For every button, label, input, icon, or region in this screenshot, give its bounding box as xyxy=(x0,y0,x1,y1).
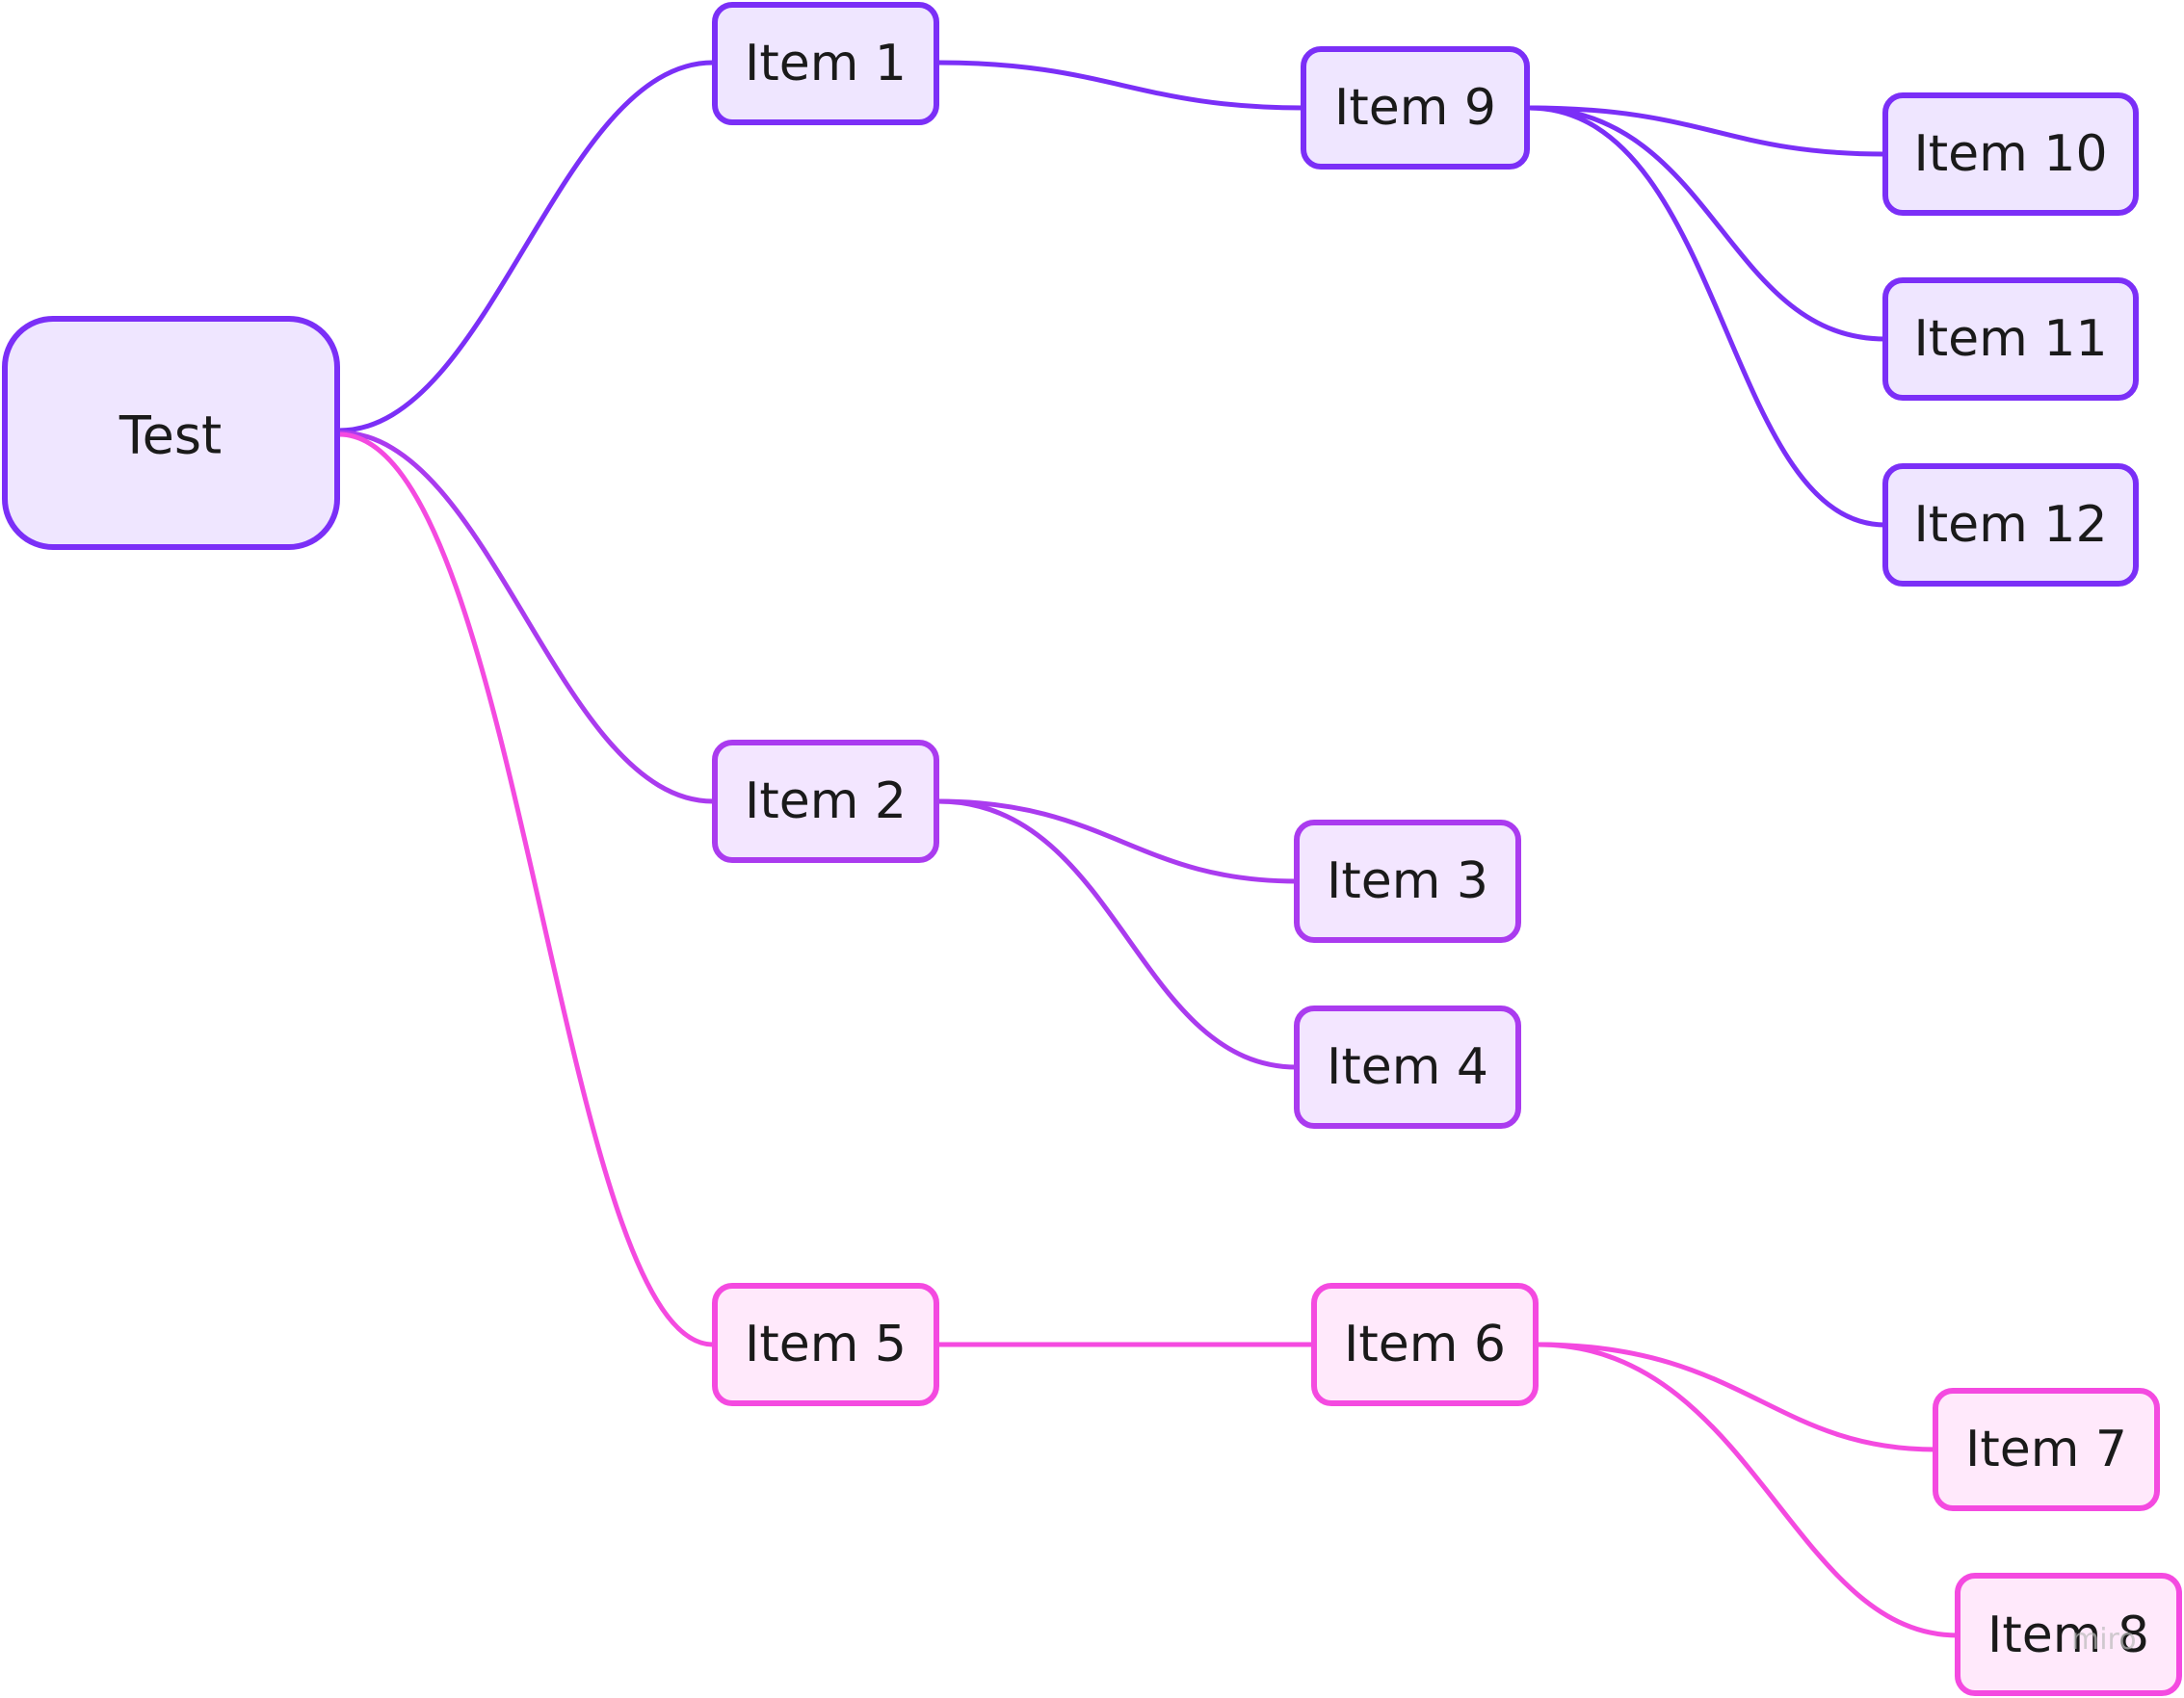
node-item-3[interactable]: Item 3 xyxy=(1294,820,1521,943)
edge-item9-item11 xyxy=(1526,105,1888,342)
edge-item2-item3 xyxy=(935,798,1300,884)
node-item-2[interactable]: Item 2 xyxy=(712,740,939,863)
node-label: Item 2 xyxy=(745,772,907,830)
edge-item1-item9 xyxy=(935,60,1306,111)
node-box xyxy=(715,5,936,122)
node-label: Item 8 xyxy=(1987,1607,2149,1664)
edge-item6-item8 xyxy=(1535,1342,1960,1638)
node-box xyxy=(5,319,337,547)
node-label: Item 12 xyxy=(1913,496,2107,554)
node-item-6[interactable]: Item 6 xyxy=(1311,1283,1539,1406)
edge-test-item5 xyxy=(336,431,716,1347)
node-test[interactable]: Test xyxy=(2,316,340,550)
node-box xyxy=(1958,1576,2179,1693)
node-label: Item 3 xyxy=(1327,852,1488,910)
node-border xyxy=(2,316,340,550)
node-item-1[interactable]: Item 1 xyxy=(712,2,939,125)
node-border xyxy=(1882,277,2139,401)
node-border xyxy=(1882,463,2139,587)
node-border xyxy=(1311,1283,1539,1406)
node-label: Test xyxy=(118,405,222,466)
edge-item2-item4 xyxy=(935,798,1300,1070)
edge-item9-item12 xyxy=(1526,105,1888,528)
node-border xyxy=(712,740,939,863)
node-item-5[interactable]: Item 5 xyxy=(712,1283,939,1406)
edges xyxy=(336,60,1960,1638)
node-label: Item 4 xyxy=(1327,1038,1488,1096)
node-box xyxy=(1297,823,1518,940)
node-border xyxy=(1294,1006,1521,1129)
node-box xyxy=(715,743,936,860)
node-border xyxy=(712,2,939,125)
node-item-8[interactable]: Item 8 xyxy=(1955,1573,2182,1696)
node-box xyxy=(715,1286,936,1403)
node-item-4[interactable]: Item 4 xyxy=(1294,1006,1521,1129)
node-label: Item 7 xyxy=(1965,1421,2127,1478)
node-box xyxy=(1314,1286,1536,1403)
edge-item9-item10 xyxy=(1526,105,1888,157)
node-box xyxy=(1935,1391,2157,1508)
node-border xyxy=(712,1283,939,1406)
edge-test-item2 xyxy=(336,430,716,804)
node-item-10[interactable]: Item 10 xyxy=(1882,92,2139,216)
node-label: Item 10 xyxy=(1913,125,2107,183)
node-box xyxy=(1885,466,2136,584)
node-box xyxy=(1885,280,2136,398)
node-item-12[interactable]: Item 12 xyxy=(1882,463,2139,587)
node-box xyxy=(1885,95,2136,213)
node-border xyxy=(1933,1388,2160,1511)
node-item-7[interactable]: Item 7 xyxy=(1933,1388,2160,1511)
node-label: Item 9 xyxy=(1334,79,1496,137)
node-label: Item 6 xyxy=(1344,1316,1506,1373)
node-border xyxy=(1882,92,2139,216)
watermark-text: miro xyxy=(2071,1623,2137,1657)
node-item-9[interactable]: Item 9 xyxy=(1301,46,1530,170)
edge-test-item1 xyxy=(336,60,716,433)
node-box xyxy=(1303,49,1527,167)
node-label: Item 11 xyxy=(1913,310,2107,368)
node-label: Item 5 xyxy=(745,1316,907,1373)
node-label: Item 1 xyxy=(745,35,907,92)
edge-item6-item7 xyxy=(1535,1342,1938,1452)
node-item-11[interactable]: Item 11 xyxy=(1882,277,2139,401)
node-border xyxy=(1294,820,1521,943)
node-border xyxy=(1301,46,1530,170)
node-border xyxy=(1955,1573,2182,1696)
node-box xyxy=(1297,1008,1518,1126)
